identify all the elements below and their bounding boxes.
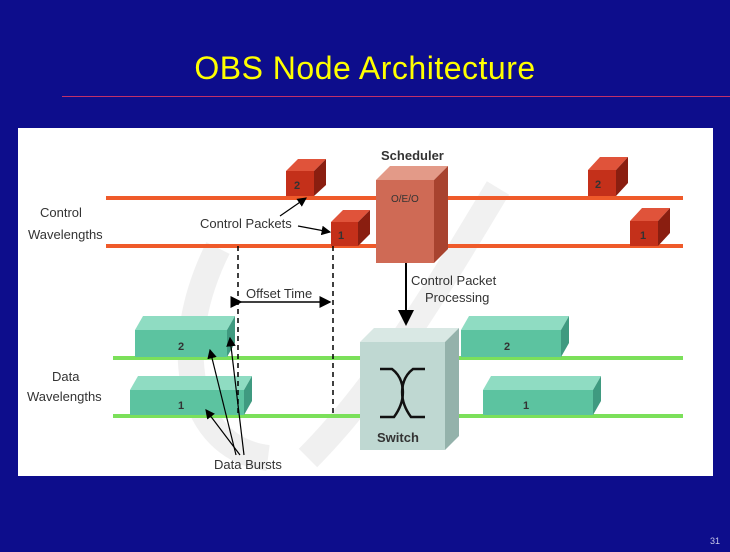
control-packet-processing-line1: Control Packet bbox=[411, 273, 497, 288]
burst-number: 1 bbox=[178, 400, 184, 412]
data-burst-right-bottom: 1 bbox=[483, 376, 601, 415]
burst-number: 2 bbox=[178, 341, 184, 353]
obs-node-diagram: 2 1 2 1 O/E/O Scheduler bbox=[18, 128, 713, 476]
data-bursts-pointer-2 bbox=[205, 409, 241, 456]
control-packet-right-bottom: 1 bbox=[630, 208, 670, 246]
page-number: 31 bbox=[709, 536, 720, 546]
oeo-label: O/E/O bbox=[391, 194, 419, 205]
control-packet-right-top: 2 bbox=[588, 157, 628, 196]
data-burst-left-bottom: 1 bbox=[130, 376, 252, 415]
switch-box: Switch bbox=[360, 328, 459, 450]
burst-number: 2 bbox=[504, 341, 510, 353]
packet-number: 2 bbox=[595, 179, 601, 191]
data-wavelengths-label-line1: Data bbox=[52, 369, 80, 384]
scheduler-label: Scheduler bbox=[381, 148, 444, 163]
data-burst-left-top: 2 bbox=[135, 316, 235, 357]
offset-time-label: Offset Time bbox=[246, 286, 312, 301]
control-packets-label: Control Packets bbox=[200, 216, 292, 231]
packet-number: 1 bbox=[338, 230, 344, 242]
data-bursts-pointer-3 bbox=[226, 336, 245, 456]
data-bursts-pointer-1 bbox=[207, 348, 237, 456]
scheduler-box: O/E/O bbox=[376, 166, 448, 263]
switch-label: Switch bbox=[377, 430, 419, 445]
burst-number: 1 bbox=[523, 400, 529, 412]
packet-number: 2 bbox=[294, 180, 300, 192]
data-burst-right-top: 2 bbox=[461, 316, 569, 357]
control-packet-processing-line2: Processing bbox=[425, 290, 489, 305]
control-wavelengths-label-line1: Control bbox=[40, 205, 82, 220]
control-packet-left-top: 2 bbox=[286, 159, 326, 196]
packet-number: 1 bbox=[640, 230, 646, 242]
control-wavelengths-label-line2: Wavelengths bbox=[28, 227, 103, 242]
control-packet-left-bottom: 1 bbox=[331, 210, 370, 246]
switch-cross-icon bbox=[380, 367, 425, 419]
control-packets-pointer-2 bbox=[297, 225, 332, 236]
title-divider bbox=[62, 96, 730, 97]
data-wavelengths-label-line2: Wavelengths bbox=[27, 389, 102, 404]
control-packets-pointer-1 bbox=[279, 197, 307, 217]
data-bursts-label: Data Bursts bbox=[214, 457, 282, 472]
slide-title: OBS Node Architecture bbox=[194, 50, 536, 86]
